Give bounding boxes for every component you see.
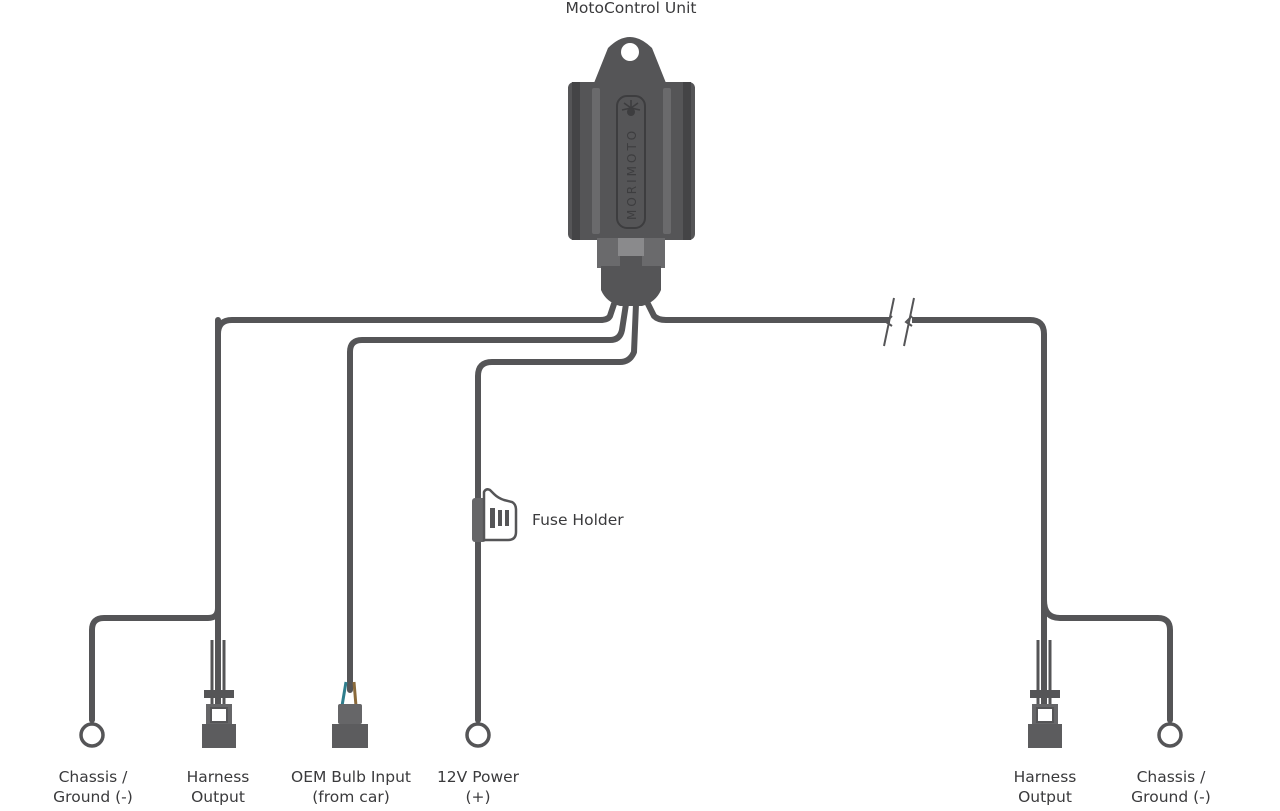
power-label-line1: 12V Power xyxy=(437,768,520,786)
left-harness-label-line2: Output xyxy=(191,788,245,806)
fuse-body xyxy=(472,498,486,542)
brand-text: MORIMOTO xyxy=(625,128,639,220)
bottom-labels: Chassis / Ground (-) Harness Output OEM … xyxy=(53,768,1211,806)
fuse-blade-2 xyxy=(498,510,502,526)
connector-plug xyxy=(202,724,236,748)
wire-12v-power xyxy=(475,301,639,723)
unit-groove-right xyxy=(663,88,671,234)
connector-pins xyxy=(620,256,642,268)
right-ground-label-line2: Ground (-) xyxy=(1131,788,1211,806)
wire-bundle xyxy=(89,301,1173,723)
wire-right-trunk xyxy=(645,301,1047,711)
unit-groove-left xyxy=(592,88,600,234)
unit-label: MotoControl Unit xyxy=(566,0,697,17)
fuse-label: Fuse Holder xyxy=(532,511,624,529)
left-ground-terminal xyxy=(79,700,105,748)
connector-latch xyxy=(618,238,644,256)
right-harness-connector xyxy=(1028,640,1062,748)
power-terminal xyxy=(465,700,491,748)
oem-bulb-label-line1: OEM Bulb Input xyxy=(291,768,411,786)
fuse-blade-1 xyxy=(490,508,495,528)
left-ground-label-line1: Chassis / xyxy=(59,768,129,786)
mounting-hole xyxy=(621,43,639,61)
right-harness-label-line1: Harness xyxy=(1014,768,1077,786)
connector-plug xyxy=(1028,724,1062,748)
right-ground-terminal xyxy=(1157,700,1183,748)
ring-terminal-icon xyxy=(1157,722,1183,748)
left-harness-label-line1: Harness xyxy=(187,768,250,786)
brand-badge xyxy=(616,95,646,229)
left-harness-connector xyxy=(202,640,236,748)
fuse-blade-3 xyxy=(505,510,509,526)
brand-sun-dot xyxy=(627,108,635,116)
bulb-base xyxy=(338,704,362,724)
mounting-tab xyxy=(592,37,668,88)
ring-terminal-icon xyxy=(79,722,105,748)
oem-wire-brown xyxy=(352,681,358,707)
wire-right-ground xyxy=(1041,597,1173,723)
left-ground-label-line2: Ground (-) xyxy=(53,788,133,806)
oem-wire-blue xyxy=(340,681,348,707)
right-ground-label-line1: Chassis / xyxy=(1137,768,1207,786)
right-harness-label-line2: Output xyxy=(1018,788,1072,806)
oem-bulb-label-line2: (from car) xyxy=(312,788,390,806)
motocontrol-unit: MORIMOTO xyxy=(568,37,695,306)
strain-relief xyxy=(601,266,661,306)
break-slash-left xyxy=(883,297,895,347)
unit-rib-left xyxy=(572,82,580,240)
bulb-plug xyxy=(332,724,368,748)
fuse-holder: Fuse Holder xyxy=(472,488,624,542)
wire-break-symbol xyxy=(883,297,915,347)
oem-bulb-connector xyxy=(332,681,368,748)
wire-oem-input xyxy=(347,301,629,693)
unit-rib-right xyxy=(683,82,691,240)
break-slash-right xyxy=(903,297,915,347)
power-label-line2: (+) xyxy=(465,788,490,806)
ring-terminal-icon xyxy=(465,722,491,748)
